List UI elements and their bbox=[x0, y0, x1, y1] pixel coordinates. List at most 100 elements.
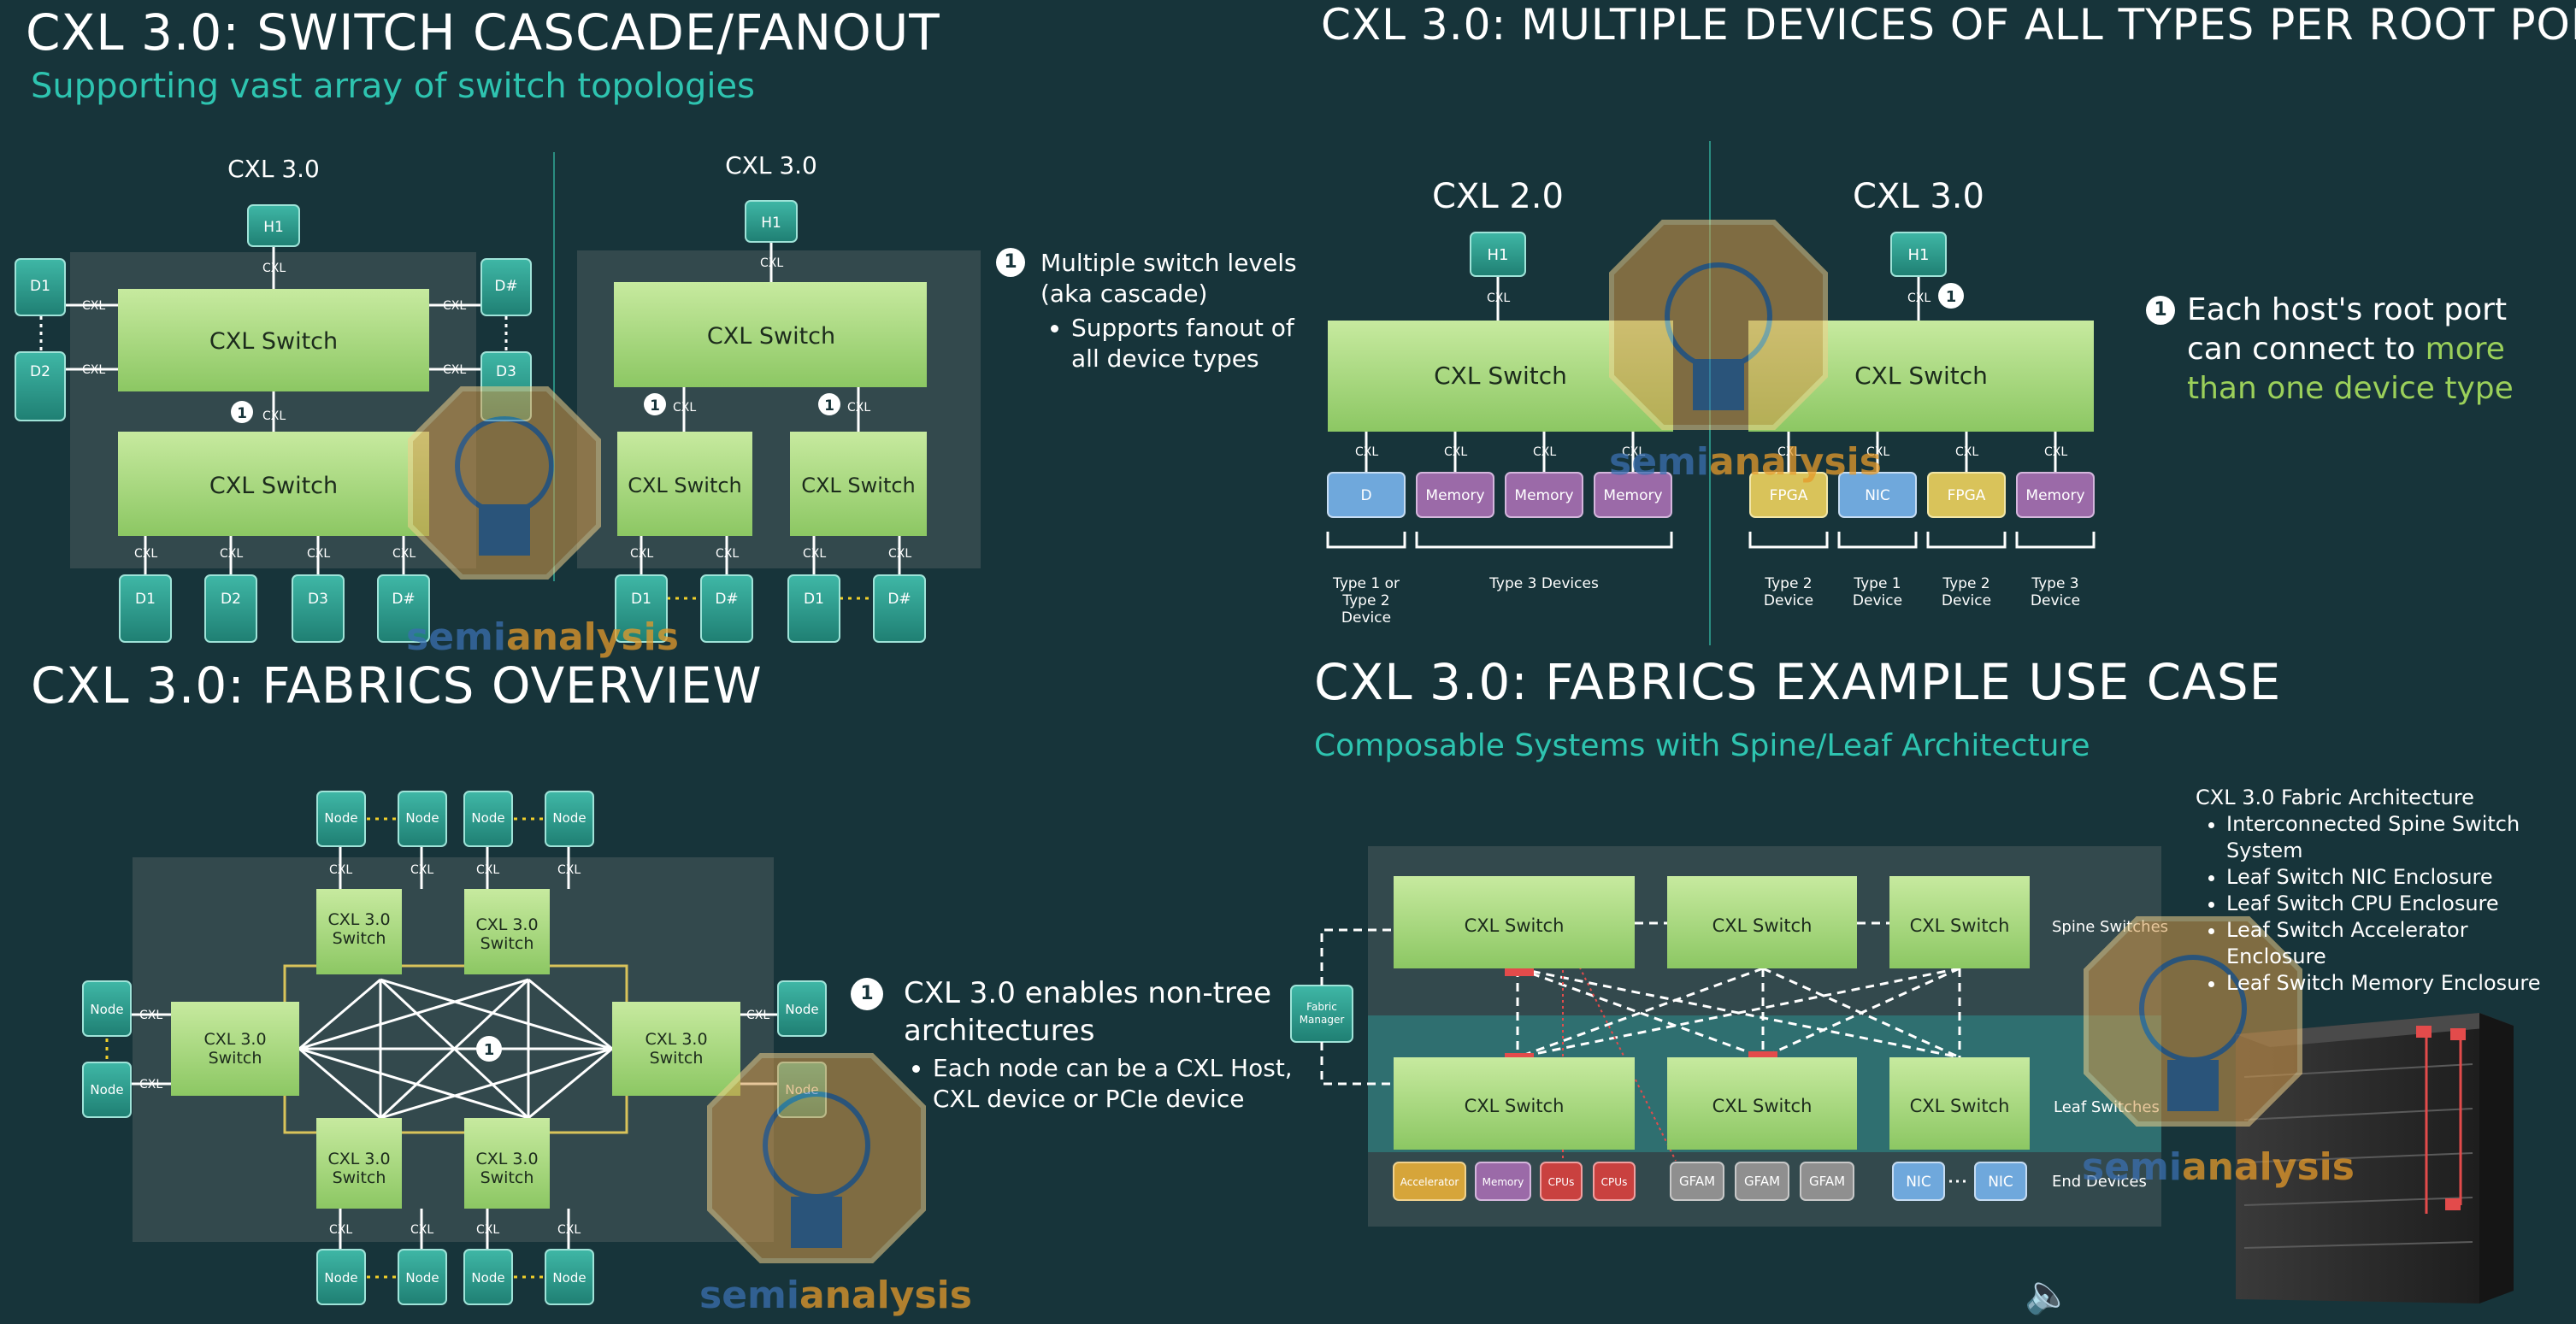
device-label: D3 bbox=[308, 591, 328, 608]
use-case-subtitle: Composable Systems with Spine/Leaf Archi… bbox=[1314, 728, 2090, 763]
svg-text:CXL: CXL bbox=[2044, 445, 2067, 459]
svg-text:CXL: CXL bbox=[673, 401, 696, 415]
svg-text:CXL: CXL bbox=[1487, 291, 1510, 305]
group-label-line: Device bbox=[1764, 592, 1813, 609]
step-badge-label: 1 bbox=[1946, 288, 1957, 306]
device-label: D1 bbox=[804, 591, 824, 608]
node-label: Node bbox=[405, 1270, 439, 1286]
fabric-node-connectors bbox=[105, 817, 778, 1279]
root-port-right-host-label: H1 bbox=[1908, 246, 1930, 264]
device-label: D bbox=[1360, 487, 1371, 504]
svg-text:CXL: CXL bbox=[1955, 445, 1978, 459]
cascade-left-host-label: H1 bbox=[263, 219, 284, 236]
watermark-semi: semi bbox=[2082, 1145, 2182, 1189]
watermark-text: semianalysis bbox=[1609, 440, 1882, 484]
device-label: D# bbox=[887, 591, 911, 608]
fabric-overview-callout-text: CXL 3.0 enables non-tree architectures bbox=[904, 976, 1271, 1048]
group-label-line: Device bbox=[1942, 592, 1991, 609]
watermark-logo bbox=[408, 386, 601, 580]
root-port-brackets bbox=[1326, 532, 2096, 549]
cascade-cxl-labels: CXL CXL CXL CXL CXL CXL CXL CXL CXL CXL … bbox=[82, 256, 911, 561]
root-port-connectors bbox=[1365, 276, 2057, 473]
cascade-title: CXL 3.0: SWITCH CASCADE/FANOUT bbox=[26, 3, 940, 62]
step-badge-label: 1 bbox=[824, 397, 834, 415]
end-row-label: End Devices bbox=[2052, 1173, 2147, 1191]
cascade-right-sub-switch-2 bbox=[790, 432, 927, 536]
leaf-switch bbox=[1667, 1057, 1857, 1150]
device-box bbox=[480, 258, 532, 316]
fabric-cxl-labels: CXL CXL CXL CXL CXL CXL CXL CXL CXL CXL … bbox=[139, 863, 769, 1237]
svg-text:CXL: CXL bbox=[1533, 445, 1556, 459]
fabric-switch-line: CXL 3.0 bbox=[203, 1030, 266, 1049]
spine-switch bbox=[1889, 876, 2030, 968]
end-device-box bbox=[1393, 1162, 1466, 1201]
device-label: D# bbox=[715, 591, 738, 608]
fabric-switch bbox=[316, 889, 402, 974]
root-port-left-host-label: H1 bbox=[1488, 246, 1509, 264]
spine-switch bbox=[1667, 876, 1857, 968]
node-box bbox=[545, 1249, 594, 1305]
node-label: Node bbox=[785, 1002, 818, 1017]
fabric-switch bbox=[612, 1002, 740, 1096]
fabric-mesh-lines bbox=[298, 978, 613, 1120]
svg-text:CXL: CXL bbox=[329, 1223, 352, 1237]
root-port-left-label: CXL 2.0 bbox=[1432, 177, 1564, 216]
device-box bbox=[1927, 472, 2006, 518]
end-device-box bbox=[1735, 1162, 1789, 1201]
group-label-line: Type 2 bbox=[1341, 592, 1389, 609]
device-box bbox=[1505, 472, 1583, 518]
cascade-right-host-label: H1 bbox=[761, 215, 781, 232]
device-box bbox=[377, 574, 430, 643]
svg-text:CXL: CXL bbox=[307, 547, 330, 561]
watermark-text: semianalysis bbox=[406, 615, 679, 659]
step-badge bbox=[231, 401, 253, 423]
node-box bbox=[82, 980, 132, 1037]
root-port-cxl-labels: CXL CXL CXL CXL CXL CXL CXL CXL CXL CXL bbox=[1355, 291, 2067, 459]
node-box bbox=[398, 1249, 447, 1305]
fabric-switch bbox=[464, 889, 550, 974]
device-label: NIC bbox=[1865, 487, 1890, 504]
rack-port bbox=[2416, 1026, 2432, 1038]
device-label: D2 bbox=[30, 363, 50, 380]
group-label-line: Device bbox=[1341, 609, 1391, 627]
group-label-line: Type 1 or bbox=[1332, 575, 1400, 592]
end-device-label: GFAM bbox=[1809, 1174, 1845, 1189]
svg-text:CXL: CXL bbox=[476, 863, 499, 877]
svg-text:CXL: CXL bbox=[630, 547, 653, 561]
step-badge-icon: 1 bbox=[851, 978, 883, 1010]
speaker-icon[interactable]: 🔈 bbox=[2025, 1273, 2072, 1316]
root-port-callout-block: 1 Each host's root port can connect to m… bbox=[2146, 291, 2548, 409]
fabric-overview-diagram: 1 CXL CXL CXL CXL CXL CX bbox=[82, 791, 827, 1305]
node-label: Node bbox=[552, 810, 586, 826]
svg-text:CXL: CXL bbox=[392, 547, 416, 561]
device-box bbox=[1838, 472, 1917, 518]
fabric-switch-line: Switch bbox=[480, 934, 534, 953]
fabric-switch-line: CXL 3.0 bbox=[327, 910, 390, 929]
watermark-semi: semi bbox=[406, 615, 506, 659]
end-device-box bbox=[1892, 1162, 1945, 1201]
node-label: Node bbox=[471, 1270, 504, 1286]
cascade-right-top-switch-label: CXL Switch bbox=[707, 323, 835, 350]
spine-switch-label: CXL Switch bbox=[1465, 915, 1565, 936]
step-badge-label: 1 bbox=[650, 397, 660, 415]
watermark-text: semianalysis bbox=[2082, 1145, 2355, 1189]
spine-switch-label: CXL Switch bbox=[1910, 915, 2010, 936]
end-device-label: Accelerator bbox=[1400, 1176, 1459, 1188]
svg-text:CXL: CXL bbox=[1866, 445, 1889, 459]
root-port-callout-text: Each host's root port can connect to bbox=[2187, 292, 2508, 367]
device-label: FPGA bbox=[1770, 487, 1808, 504]
step-badge bbox=[644, 393, 666, 415]
fabric-architecture-item: Leaf Switch NIC Enclosure bbox=[2226, 864, 2572, 891]
end-device-label: NIC bbox=[1988, 1174, 2013, 1191]
end-device-label: GFAM bbox=[1679, 1174, 1715, 1189]
node-box bbox=[463, 1249, 513, 1305]
end-device-box bbox=[1593, 1162, 1636, 1201]
node-label: Node bbox=[405, 810, 439, 826]
group-label: Type 3 Devices bbox=[1488, 575, 1599, 592]
fabric-switch bbox=[171, 1002, 299, 1096]
device-label: Memory bbox=[2025, 487, 2084, 504]
